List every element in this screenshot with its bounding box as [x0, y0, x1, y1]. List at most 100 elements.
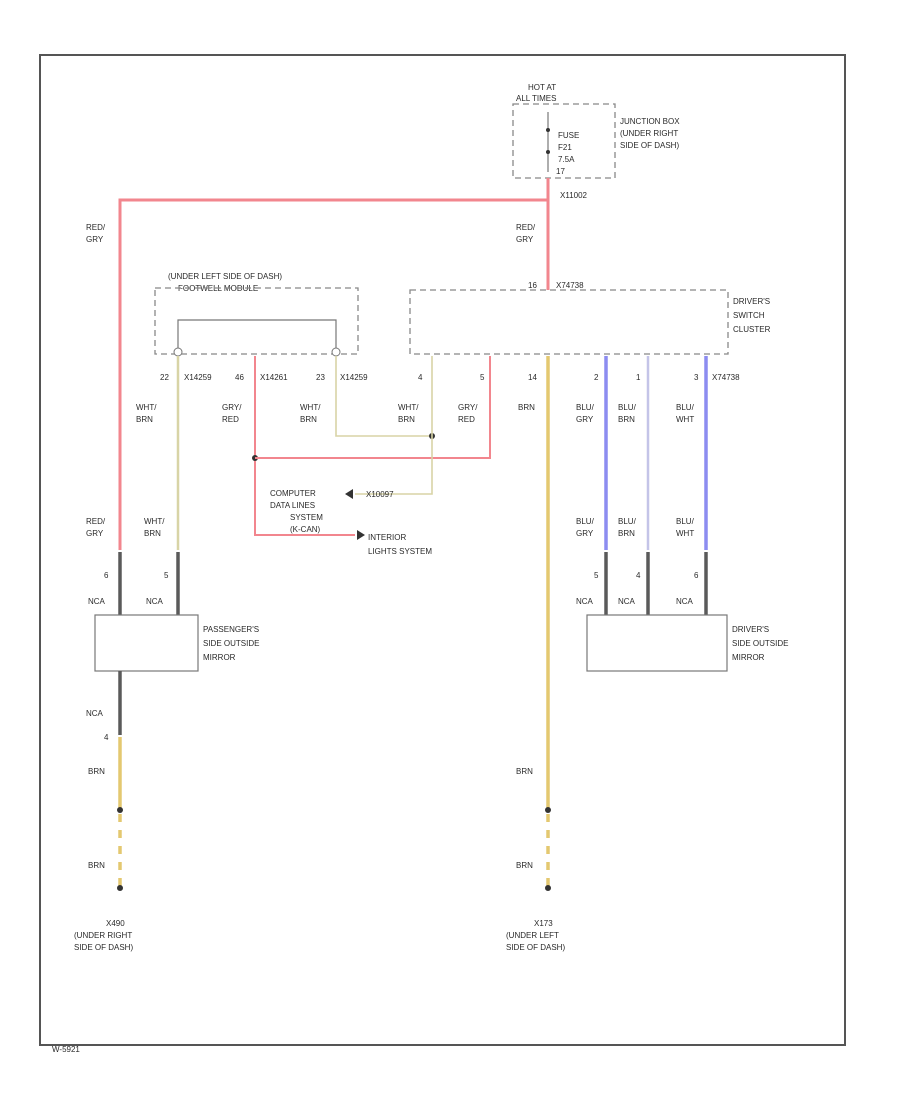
fuse-label-line2: F21	[558, 143, 572, 152]
hot-label-line2: ALL TIMES	[516, 94, 556, 103]
fuse-terminal-top	[546, 128, 550, 132]
module-internal-link	[177, 319, 337, 350]
footwell-module: (UNDER LEFT SIDE OF DASH) FOOTWELL MODUL…	[154, 272, 368, 382]
drv-nca-b: NCA	[618, 597, 636, 606]
pass-label-line3: MIRROR	[203, 653, 236, 662]
wire-wht-brn-pin23	[335, 356, 432, 437]
junction-box-outline	[512, 103, 616, 179]
wire-label-sw5-2: RED	[458, 415, 475, 424]
switch-label-line2: SWITCH	[733, 311, 765, 320]
passenger-mirror: PASSENGER'S SIDE OUTSIDE MIRROR	[94, 614, 259, 672]
pass-nca-b: NCA	[146, 597, 164, 606]
wire-wht-brn-switch-pin4	[355, 356, 433, 495]
junction-label-line3: SIDE OF DASH)	[620, 141, 679, 150]
module-pin-23-terminal	[331, 347, 341, 357]
ground-right-line2: (UNDER RIGHT	[74, 931, 132, 940]
supply-connector-id: X11002	[560, 191, 588, 200]
junction-label-line1: JUNCTION BOX	[620, 117, 680, 126]
wire-label-pass-wht-2: BRN	[144, 529, 161, 538]
wire-label-mod22-2: BRN	[136, 415, 153, 424]
pass-nca-a: NCA	[88, 597, 106, 606]
passenger-mirror-box	[94, 614, 199, 672]
switch-pin-5: 5	[480, 373, 485, 382]
diagram-code: W-5921	[52, 1045, 80, 1054]
switch-pin-4: 4	[418, 373, 423, 382]
computer-label-line3: SYSTEM	[290, 513, 323, 522]
computer-data-lines-ref: COMPUTER DATA LINES SYSTEM (K-CAN) X1009…	[270, 489, 394, 534]
wire-label-drv-blu-brn-2: BRN	[618, 529, 635, 538]
wire-label-drv-blu-wht-2: WHT	[676, 529, 694, 538]
interior-label-line1: INTERIOR	[368, 533, 406, 542]
wire-label-drv-blu-gry-2: GRY	[576, 529, 594, 538]
computer-conn: X10097	[366, 490, 394, 499]
drv-pin-a: 5	[594, 571, 599, 580]
fuse-label-line3: 7.5A	[558, 155, 575, 164]
ground-left-line3: SIDE OF DASH)	[506, 943, 565, 952]
wire-gry-red-switch-pin5	[255, 356, 491, 459]
computer-label-line2: DATA LINES	[270, 501, 315, 510]
module-outline	[154, 287, 359, 355]
wire-label-mod22-1: WHT/	[136, 403, 157, 412]
ground-right-label: X490 (UNDER RIGHT SIDE OF DASH)	[74, 919, 133, 952]
drv-brn-upper: BRN	[516, 767, 533, 776]
wire-label-sw2-2: GRY	[576, 415, 594, 424]
pass-brn-lower: BRN	[88, 861, 105, 870]
driver-mirror: DRIVER'S SIDE OUTSIDE MIRROR	[586, 614, 788, 672]
pass-brn-upper: BRN	[88, 767, 105, 776]
fuse-terminal-bottom	[546, 150, 550, 154]
wire-label-mod23-2: BRN	[300, 415, 317, 424]
switch-pin-14: 14	[528, 373, 537, 382]
module-conn-46: X14261	[260, 373, 288, 382]
computer-label-line1: COMPUTER	[270, 489, 316, 498]
ground-splice-right	[117, 807, 123, 813]
pass-label-line2: SIDE OUTSIDE	[203, 639, 259, 648]
switch-bottom-conn: X74738	[712, 373, 740, 382]
hot-label-line1: HOT AT	[528, 83, 556, 92]
module-pin-46: 46	[235, 373, 244, 382]
junction-label-line2: (UNDER RIGHT	[620, 129, 678, 138]
ground-right-line3: SIDE OF DASH)	[74, 943, 133, 952]
wire-label-sw1-2: BRN	[618, 415, 635, 424]
module-conn-22: X14259	[184, 373, 212, 382]
switch-pin-2: 2	[594, 373, 599, 382]
wire-label-drv-blu-wht-1: BLU/	[676, 517, 695, 526]
wire-label-left-red-2: GRY	[86, 235, 104, 244]
pass-ground-nca: NCA	[86, 709, 104, 718]
switch-label-line3: CLUSTER	[733, 325, 771, 334]
interior-label-line2: LIGHTS SYSTEM	[368, 547, 432, 556]
pass-ground-pin: 4	[104, 733, 109, 742]
drv-pin-b: 4	[636, 571, 641, 580]
wire-label-sw3-1: BLU/	[676, 403, 695, 412]
ground-left-line2: (UNDER LEFT	[506, 931, 559, 940]
module-pin-22-terminal	[173, 347, 183, 357]
drv-brn-lower: BRN	[516, 861, 533, 870]
drivers-switch-cluster: 16 X74738 DRIVER'S SWITCH CLUSTER 4 5 14…	[409, 281, 771, 382]
drv-pin-c: 6	[694, 571, 699, 580]
drv-label-line1: DRIVER'S	[732, 625, 769, 634]
wire-label-sw14: BRN	[518, 403, 535, 412]
computer-label-line4: (K-CAN)	[290, 525, 321, 534]
pass-pin-b: 5	[164, 571, 169, 580]
ground-right-line1: X490	[106, 919, 125, 928]
driver-mirror-box	[586, 614, 728, 672]
wire-label-mod46-1: GRY/	[222, 403, 242, 412]
fuse-label-line1: FUSE	[558, 131, 579, 140]
drv-label-line2: SIDE OUTSIDE	[732, 639, 788, 648]
switch-label-line1: DRIVER'S	[733, 297, 770, 306]
wire-label-mod46-2: RED	[222, 415, 239, 424]
module-title-line1: (UNDER LEFT SIDE OF DASH)	[168, 272, 282, 281]
switch-pin-3: 3	[694, 373, 699, 382]
interior-lights-ref: INTERIOR LIGHTS SYSTEM	[357, 530, 432, 556]
ground-point-left	[545, 885, 551, 891]
ground-left-line1: X173	[534, 919, 553, 928]
wire-label-sw5-1: GRY/	[458, 403, 478, 412]
wire-gry-red-pin46	[254, 356, 355, 536]
wire-label-fuse-red-1: RED/	[516, 223, 536, 232]
drv-nca-c: NCA	[676, 597, 694, 606]
drv-nca-a: NCA	[576, 597, 594, 606]
computer-arrow-icon	[345, 489, 353, 499]
wire-label-pass-red-1: RED/	[86, 517, 106, 526]
module-pin-23: 23	[316, 373, 325, 382]
switch-top-conn: X74738	[556, 281, 584, 290]
wire-label-sw4-1: WHT/	[398, 403, 419, 412]
